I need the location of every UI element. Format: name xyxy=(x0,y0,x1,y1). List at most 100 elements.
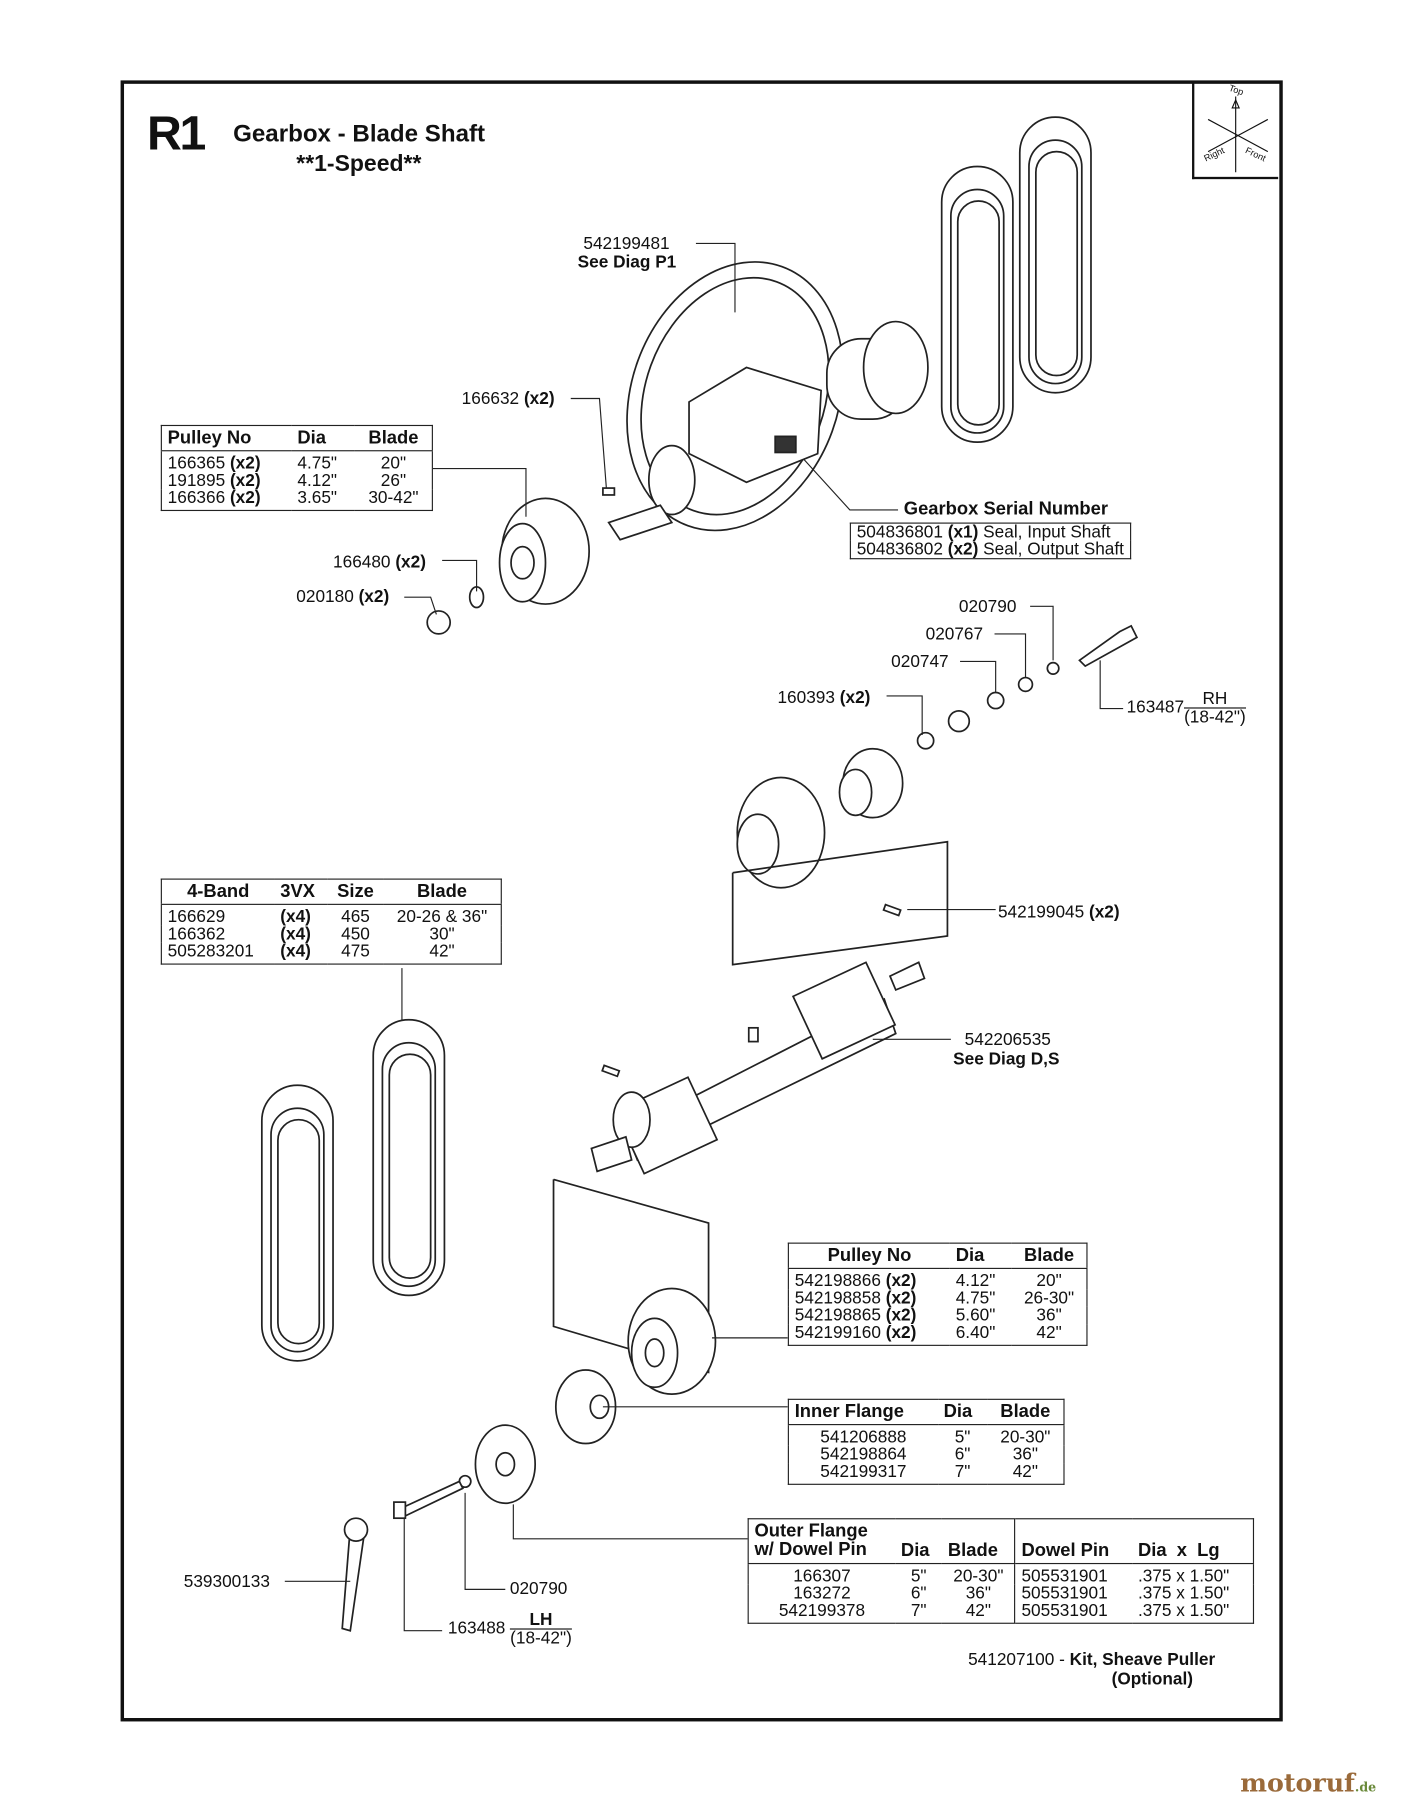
part-cell: 541206888 xyxy=(820,1427,907,1447)
part-cell: 505283201 xyxy=(167,941,254,962)
qty: (x2) xyxy=(229,453,261,474)
callout-shaft-part: 542206535 xyxy=(964,1030,1051,1050)
orientation-axes-icon xyxy=(1207,96,1269,173)
dia-cell: 7" xyxy=(910,1600,927,1621)
header-line: Outer Flange xyxy=(754,1521,868,1542)
size-cell: .375 x 1.50" xyxy=(1137,1600,1230,1621)
size-cell: 475 xyxy=(341,941,370,962)
desc: Seal, Input Shaft xyxy=(983,522,1111,543)
pin-cell: 505531901 xyxy=(1014,1602,1133,1624)
range: (18-42") xyxy=(510,1628,572,1648)
blade-cell: 36" xyxy=(1036,1305,1062,1326)
callout-washer-top: 166480 (x2) xyxy=(333,552,426,572)
part-number: 542198866 xyxy=(794,1271,881,1291)
qty: (x2) xyxy=(1088,902,1120,923)
part-cell: 166307 xyxy=(793,1566,851,1586)
watermark-text: motoruf xyxy=(1240,1768,1355,1799)
part-number: 542198865 xyxy=(794,1305,881,1326)
callout-020790-bottom: 020790 xyxy=(509,1579,568,1599)
dia-cell: 4.75" xyxy=(955,1288,996,1309)
bolt-stack-rh xyxy=(736,624,1139,889)
part-cell: 166366 (x2) xyxy=(161,489,291,510)
page-subtitle: **1-Speed** xyxy=(296,151,422,177)
range: (18-42") xyxy=(1184,707,1246,727)
part-number: 160393 xyxy=(777,687,835,708)
part-cell: 163272 xyxy=(793,1583,851,1604)
blade-shaft xyxy=(590,903,926,1175)
gearbox xyxy=(602,261,929,541)
table-row: 542198866 (x2)4.12"20" xyxy=(788,1268,1087,1289)
part-number: 166632 xyxy=(461,389,520,409)
belt-left-1 xyxy=(260,1084,334,1362)
part-cell: 166362 xyxy=(167,924,226,944)
callout-key-shaft: 542199045 (x2) xyxy=(998,902,1120,923)
qty-cell: (x4) xyxy=(280,907,311,927)
qty: (x2) xyxy=(229,488,261,508)
belt-top-2 xyxy=(1018,116,1092,394)
qty: (x2) xyxy=(523,389,555,409)
qty: (x2) xyxy=(358,586,390,607)
header-cell: Dowel Pin xyxy=(1014,1518,1133,1565)
seals-table: 504836801 (x1) Seal, Input Shaft 5048368… xyxy=(849,522,1131,560)
pulley-top xyxy=(426,497,590,635)
table-row: 542198858 (x2)4.75"26-30" xyxy=(788,1290,1087,1307)
bracket-top xyxy=(731,840,949,966)
table-row: 542199160 (x2)6.40"42" xyxy=(788,1324,1087,1345)
part-number: 504836801 xyxy=(856,522,943,543)
blade-cell: 20" xyxy=(380,453,407,474)
qty: (x2) xyxy=(885,1288,917,1309)
header-cell: Pulley No xyxy=(161,425,292,452)
bracket-bottom xyxy=(552,1178,710,1374)
part-cell: 166365 (x2) xyxy=(161,451,291,472)
dia-cell: 7" xyxy=(954,1461,971,1482)
callout-wrench: 539300133 xyxy=(183,1572,270,1592)
seal-cell: 504836801 (x1) Seal, Input Shaft xyxy=(850,523,1130,541)
size-cell: 450 xyxy=(341,924,370,944)
part-cell: 542199378 xyxy=(778,1600,866,1621)
watermark-logo: motoruf.de xyxy=(1240,1769,1376,1799)
qty: (x2) xyxy=(885,1271,917,1291)
table-row: 166365 (x2)4.75"20" xyxy=(161,451,432,472)
qty-cell: (x4) xyxy=(280,924,311,944)
callout-020790: 020790 xyxy=(958,597,1017,617)
qty: (x2) xyxy=(229,470,261,491)
part-cell: 542199160 (x2) xyxy=(788,1324,950,1345)
bolt-rh-fraction: RH(18-42") xyxy=(1184,690,1246,726)
dia-cell: 4.12" xyxy=(297,470,338,491)
part-cell: 166629 xyxy=(167,907,226,927)
part-number: 541207100 - xyxy=(968,1650,1065,1670)
callout-020767: 020767 xyxy=(925,624,984,645)
table-row: 191895 (x2)4.12"26" xyxy=(161,472,432,489)
part-cell: 191895 (x2) xyxy=(161,472,291,489)
table-row: 542198865 (x2)5.60"36" xyxy=(788,1307,1087,1324)
blade-cell: 26-30" xyxy=(1023,1288,1075,1309)
blade-cell: 20" xyxy=(1036,1271,1062,1291)
table-row: 542199378 7" 42" 505531901.375 x 1.50" xyxy=(748,1600,1253,1624)
part-number: 166480 xyxy=(333,552,391,572)
callout-key-top: 166632 (x2) xyxy=(462,390,555,408)
dia-cell: 6" xyxy=(910,1583,927,1604)
blade-cell: 42" xyxy=(1012,1461,1038,1482)
orientation-box: Top Right Front xyxy=(1192,82,1279,180)
dia-cell: 5" xyxy=(954,1427,971,1447)
dia-cell: 6" xyxy=(954,1444,971,1465)
pulley-bottom xyxy=(341,1287,717,1632)
size-cell: 465 xyxy=(341,907,370,927)
header-cell: Dia xyxy=(949,1243,1012,1269)
blade-cell: 42" xyxy=(965,1600,991,1621)
table-row: 166366 (x2)3.65"30-42" xyxy=(161,489,432,510)
blade-cell: 42" xyxy=(1036,1322,1062,1343)
part-number: 542199160 xyxy=(794,1322,881,1343)
header-cell: Size xyxy=(327,879,384,905)
